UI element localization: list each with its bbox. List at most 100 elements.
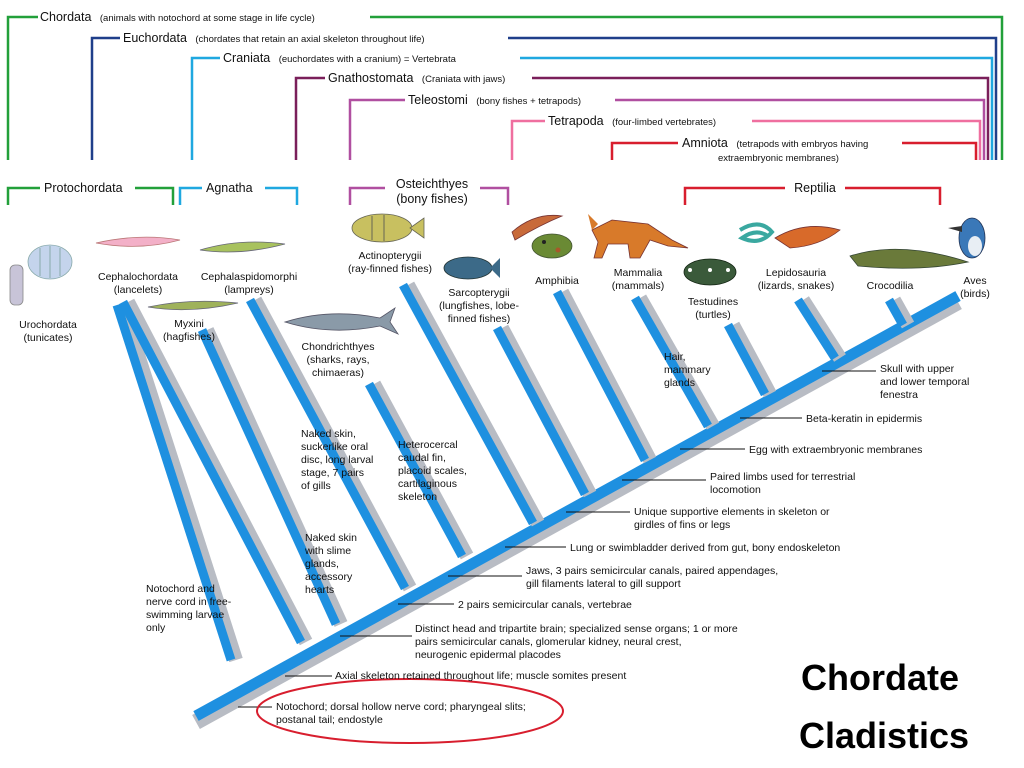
taxon-sarcopterygii: Sarcopterygii(lungfishes, lobe-finned fi… bbox=[439, 287, 519, 325]
svg-text:Crocodilia: Crocodilia bbox=[867, 280, 914, 292]
lancelet-icon bbox=[95, 236, 181, 247]
svg-text:neurogenic epidermal placodes: neurogenic epidermal placodes bbox=[415, 649, 561, 661]
svg-text:and lower temporal: and lower temporal bbox=[880, 376, 969, 388]
bracket-note: (four-limbed vertebrates) bbox=[612, 117, 716, 128]
svg-text:Craniata (euchordates wi: Craniata (euchordates with a cranium) = … bbox=[223, 49, 457, 66]
svg-text:accessory: accessory bbox=[305, 571, 353, 583]
svg-text:cartilaginous: cartilaginous bbox=[398, 478, 457, 490]
svg-text:Distinct head and tripartite b: Distinct head and tripartite brain; spec… bbox=[415, 623, 738, 635]
group-label: Osteichthyes bbox=[396, 177, 468, 191]
svg-text:gill filaments lateral to gill: gill filaments lateral to gill support bbox=[526, 578, 681, 590]
char-jaws: Jaws, 3 pairs semicircular canals, paire… bbox=[526, 565, 778, 590]
group-label: Agnatha bbox=[206, 181, 253, 195]
svg-text:Beta-keratin in epidermis: Beta-keratin in epidermis bbox=[806, 413, 922, 425]
char-lung: Lung or swimbladder derived from gut, bo… bbox=[570, 542, 840, 554]
group-protochordata: Protochordata bbox=[6, 181, 175, 205]
branch-chondrichthyes bbox=[365, 380, 474, 560]
taxon-testudines: Testudines(turtles) bbox=[688, 296, 738, 321]
salamander-icon bbox=[511, 214, 564, 241]
branch-lepidosauria bbox=[794, 296, 846, 362]
slide-title: Chordate Cladistics bbox=[799, 657, 969, 756]
svg-text:(birds): (birds) bbox=[960, 288, 990, 300]
fox-icon bbox=[588, 214, 689, 259]
svg-text:Gnathostomata (Craniata: Gnathostomata (Craniata with jaws) bbox=[328, 69, 505, 86]
highlight-ellipse bbox=[256, 678, 564, 744]
branch-sarcopterygii bbox=[493, 324, 597, 498]
lizard-icon bbox=[774, 226, 841, 249]
bracket-note: (bony fishes + tetrapods) bbox=[476, 96, 581, 107]
svg-text:girdles of fins or legs: girdles of fins or legs bbox=[634, 519, 730, 531]
svg-text:suckerlike oral: suckerlike oral bbox=[301, 441, 368, 453]
turtle-icon bbox=[683, 258, 737, 286]
char-head: Distinct head and tripartite brain; spec… bbox=[415, 623, 738, 661]
salp-icon bbox=[27, 244, 73, 280]
svg-text:Euchordata (chordates th: Euchordata (chordates that retain an axi… bbox=[123, 29, 425, 46]
bracket-note: (chordates that retain an axial skeleton… bbox=[195, 34, 424, 45]
bracket-name: Amniota bbox=[682, 136, 728, 150]
snake-icon bbox=[737, 222, 775, 243]
svg-text:Chordata (animals with n: Chordata (animals with notochord at some… bbox=[40, 8, 315, 25]
svg-text:Chondrichthyes: Chondrichthyes bbox=[302, 341, 375, 353]
svg-text:postanal tail; endostyle: postanal tail; endostyle bbox=[276, 714, 383, 726]
svg-text:(turtles): (turtles) bbox=[695, 309, 731, 321]
taxon-aves: Aves(birds) bbox=[960, 275, 990, 300]
svg-text:disc, long larval: disc, long larval bbox=[301, 454, 373, 466]
tunicate-icon bbox=[9, 264, 24, 306]
svg-text:(mammals): (mammals) bbox=[612, 280, 665, 292]
svg-text:Naked skin: Naked skin bbox=[305, 532, 357, 544]
bracket-note-2: extraembryonic membranes) bbox=[718, 153, 839, 164]
svg-text:swimming larvae: swimming larvae bbox=[146, 609, 224, 621]
svg-text:only: only bbox=[146, 622, 166, 634]
bracket-name: Teleostomi bbox=[408, 93, 468, 107]
svg-text:Sarcopterygii: Sarcopterygii bbox=[448, 287, 509, 299]
svg-text:(lizards, snakes): (lizards, snakes) bbox=[758, 280, 834, 292]
svg-text:(sharks, rays,: (sharks, rays, bbox=[306, 354, 369, 366]
svg-text:Myxini: Myxini bbox=[174, 318, 204, 330]
svg-text:Notochord; dorsal hollow nerve: Notochord; dorsal hollow nerve cord; pha… bbox=[276, 701, 526, 713]
character-labels: Notochord; dorsal hollow nerve cord; pha… bbox=[276, 363, 969, 726]
svg-text:skeleton: skeleton bbox=[398, 491, 437, 503]
svg-text:nerve cord in free-: nerve cord in free- bbox=[146, 596, 232, 608]
title-line-2: Cladistics bbox=[799, 715, 969, 756]
svg-text:Unique supportive elements in: Unique supportive elements in skeleton o… bbox=[634, 506, 830, 518]
organism-icons bbox=[9, 213, 986, 335]
shark-icon bbox=[283, 306, 400, 335]
svg-text:locomotion: locomotion bbox=[710, 484, 761, 496]
svg-text:caudal fin,: caudal fin, bbox=[398, 452, 446, 464]
bracket-name: Tetrapoda bbox=[548, 114, 604, 128]
branch-actinopterygii bbox=[399, 281, 545, 527]
svg-text:fenestra: fenestra bbox=[880, 389, 918, 401]
perch-icon bbox=[351, 213, 425, 243]
group-label: Reptilia bbox=[794, 181, 836, 195]
taxon-actinopterygii: Actinopterygii(ray-finned fishes) bbox=[348, 250, 432, 275]
lamprey-icon bbox=[199, 241, 286, 253]
svg-text:(tunicates): (tunicates) bbox=[23, 332, 72, 344]
bracket-euchordata: Euchordata (chordates that retain an axi… bbox=[90, 29, 998, 160]
title-line-1: Chordate bbox=[801, 657, 959, 698]
taxon-chondrichthyes: Chondrichthyes(sharks, rays,chimaeras) bbox=[302, 341, 375, 379]
svg-text:Naked skin,: Naked skin, bbox=[301, 428, 356, 440]
taxa-labels: Urochordata(tunicates) Cephalochordata(l… bbox=[19, 250, 990, 379]
svg-text:Tetrapoda (four-limbed v: Tetrapoda (four-limbed vertebrates) bbox=[548, 112, 716, 129]
svg-text:Urochordata: Urochordata bbox=[19, 319, 77, 331]
svg-text:Notochord and: Notochord and bbox=[146, 583, 215, 595]
branch-myxini bbox=[197, 327, 348, 627]
group-agnatha: Agnatha bbox=[178, 181, 299, 205]
svg-text:mammary: mammary bbox=[664, 364, 711, 376]
svg-text:Lepidosauria: Lepidosauria bbox=[766, 267, 826, 279]
frog-icon bbox=[531, 233, 573, 259]
bracket-chordata: Chordata (animals with notochord at some… bbox=[6, 8, 1004, 160]
svg-text:Testudines: Testudines bbox=[688, 296, 738, 308]
char-supportive: Unique supportive elements in skeleton o… bbox=[634, 506, 830, 531]
svg-text:stage, 7 pairs: stage, 7 pairs bbox=[301, 467, 364, 479]
svg-text:placoid scales,: placoid scales, bbox=[398, 465, 467, 477]
svg-text:glands,: glands, bbox=[305, 558, 339, 570]
branch-crocodilia bbox=[885, 296, 915, 329]
taxon-lepidosauria: Lepidosauria(lizards, snakes) bbox=[758, 267, 834, 292]
bracket-teleostomi: Teleostomi (bony fishes + tetrapods) bbox=[348, 93, 986, 160]
bracket-name: Gnathostomata bbox=[328, 71, 414, 85]
